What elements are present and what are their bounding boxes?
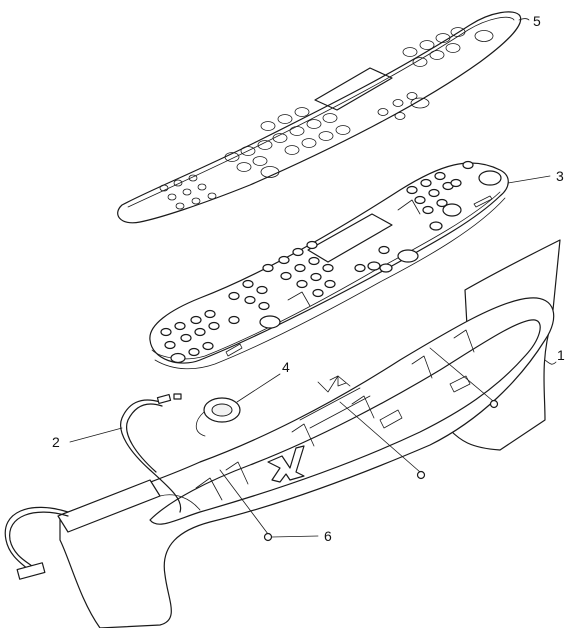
callout-2: 2: [52, 434, 60, 450]
callout-6: 6: [324, 528, 332, 544]
leader-2: [70, 428, 122, 442]
callout-5: 5: [533, 13, 541, 29]
callout-3: 3: [556, 168, 564, 184]
part-4-speaker: [196, 398, 240, 436]
callout-4: 4: [282, 359, 290, 375]
leader-4: [237, 374, 280, 402]
leader-3: [508, 176, 550, 183]
leader-1: [545, 360, 556, 364]
leader-6: [272, 536, 318, 537]
callout-1: 1: [557, 347, 565, 363]
